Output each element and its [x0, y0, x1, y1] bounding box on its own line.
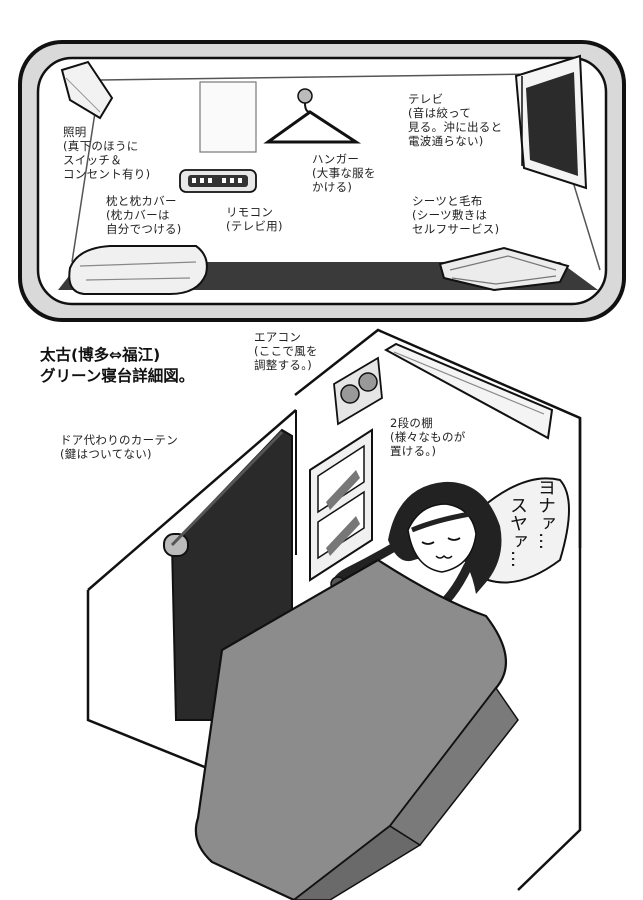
page-title: 太古(博多⇔福江) グリーン寝台詳細図。	[40, 346, 195, 385]
aircon-control	[333, 356, 383, 426]
aircon-label: エアコン (ここで風を 調整する。)	[254, 330, 318, 372]
curtain-label: ドア代わりのカーテン (鍵はついてない)	[60, 433, 178, 461]
pillow-label: 枕と枕カバー (枕カバーは 自分でつける)	[106, 194, 182, 236]
hanger-label: ハンガー (大事な服を かける)	[312, 152, 376, 194]
sfx-col2: スヤァ…	[507, 496, 528, 568]
blanket	[194, 558, 508, 900]
berth-cutaway	[86, 328, 582, 900]
shelf-label: 2段の棚 (様々なものが 置ける。)	[390, 416, 466, 458]
sheets-label: シーツと毛布 (シーツ敷きは セルフサービス)	[412, 194, 500, 236]
pillow	[68, 245, 208, 295]
light-label: 照明 (真下のほうに スイッチ＆ コンセント有り)	[63, 125, 151, 181]
tv-label: テレビ (音は絞って 見る。沖に出ると 電波通らない)	[408, 92, 503, 148]
light-fixture	[60, 60, 114, 120]
two-tier-shelf	[309, 428, 373, 582]
sheets-and-blanket	[438, 246, 570, 292]
remote-holder	[179, 169, 257, 193]
tv	[514, 54, 588, 190]
air-conditioner	[383, 342, 554, 440]
sfx-col1: ヨナァ…	[535, 478, 556, 550]
hanger	[263, 88, 362, 144]
top-panel	[18, 40, 626, 322]
remote-label: リモコン (テレビ用)	[226, 205, 283, 233]
